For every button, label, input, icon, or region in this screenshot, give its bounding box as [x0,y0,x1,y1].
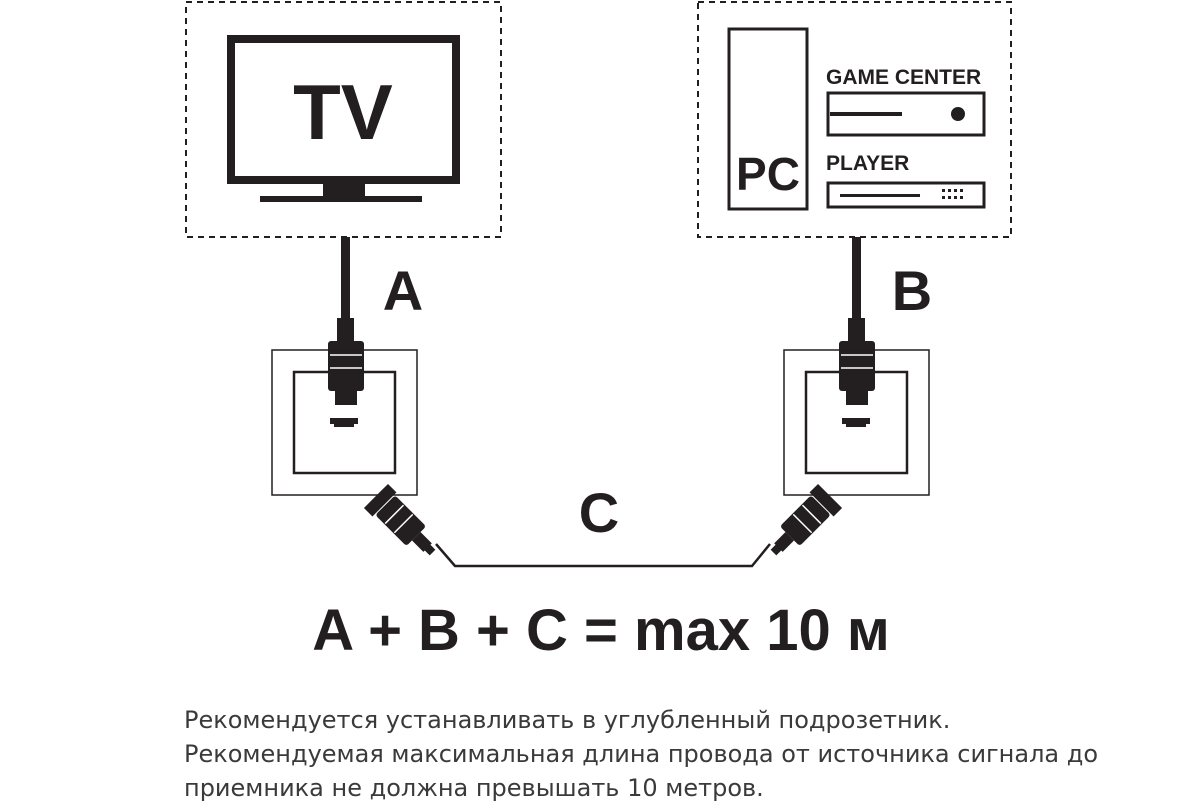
cable-c [363,483,843,568]
game-console-icon [826,91,986,137]
pc-label: PC [736,148,800,200]
note-line-1: Рекомендуется устанавливать в углубленны… [184,706,951,734]
cable-a [328,237,364,405]
tv-label: TV [293,68,393,156]
pc-tower-icon [727,27,809,211]
source-zone-box [697,1,1012,238]
cable-b-label: B [892,259,932,322]
cable-c-label: C [579,481,619,544]
left-wall-socket [271,349,418,496]
right-wall-socket [783,349,930,496]
length-formula: A + B + C = max 10 м [312,598,890,663]
note-line-2: Рекомендуемая максимальная длина провода… [184,740,1099,768]
game-center-label: GAME CENTER [826,66,981,89]
media-player-icon [826,181,986,209]
cable-b [839,237,875,405]
player-label: PLAYER [826,152,909,175]
cable-a-label: A [383,259,423,322]
note-line-3: приемника не должна превышать 10 метров. [184,774,764,802]
tv-icon [227,35,460,202]
